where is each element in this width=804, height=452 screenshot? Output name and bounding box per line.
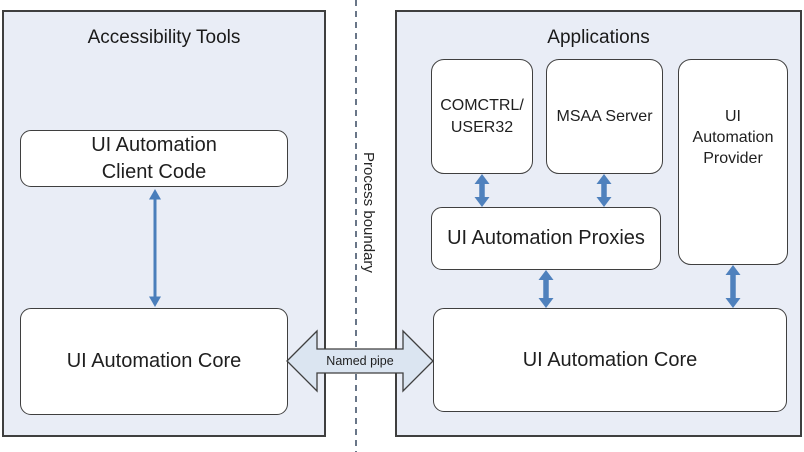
ui-automation-proxies-label: UI Automation Proxies: [447, 227, 645, 250]
panel-accessibility-tools: Accessibility Tools UI Automation Client…: [2, 10, 326, 437]
ui-automation-core-left-label: UI Automation Core: [66, 350, 242, 373]
comctrl-user32-label: COMCTRL/ USER32: [440, 97, 524, 136]
ui-automation-core-right-box: UI Automation Core: [433, 308, 787, 412]
named-pipe-label: Named pipe: [326, 354, 393, 368]
ui-automation-core-left-box: UI Automation Core: [20, 308, 288, 415]
named-pipe-block-arrow: Named pipe: [286, 329, 434, 393]
ui-automation-proxies-box: UI Automation Proxies: [431, 207, 661, 270]
provider-core-double-arrow: [725, 265, 741, 308]
proxies-core-double-arrow: [538, 270, 554, 308]
msaa-proxies-double-arrow: [596, 174, 612, 207]
msaa-server-box: MSAA Server: [546, 59, 663, 174]
comctrl-proxies-double-arrow: [474, 174, 490, 207]
applications-title: Applications: [547, 27, 650, 48]
ui-automation-core-right-label: UI Automation Core: [522, 348, 698, 371]
process-boundary-label: Process boundary: [360, 152, 377, 273]
ui-automation-client-code-box: UI Automation Client Code: [20, 130, 288, 187]
ui-automation-provider-box: UI Automation Provider: [678, 59, 788, 265]
client-core-double-arrow: [149, 189, 161, 307]
panel-applications: Applications COMCTRL/ USER32 MSAA Server…: [395, 10, 802, 437]
comctrl-user32-box: COMCTRL/ USER32: [431, 59, 533, 174]
msaa-server-label: MSAA Server: [556, 107, 653, 125]
accessibility-tools-title: Accessibility Tools: [87, 27, 241, 48]
ui-automation-client-code-label: UI Automation Client Code: [91, 134, 217, 183]
ui-automation-provider-label: UI Automation Provider: [692, 108, 774, 168]
